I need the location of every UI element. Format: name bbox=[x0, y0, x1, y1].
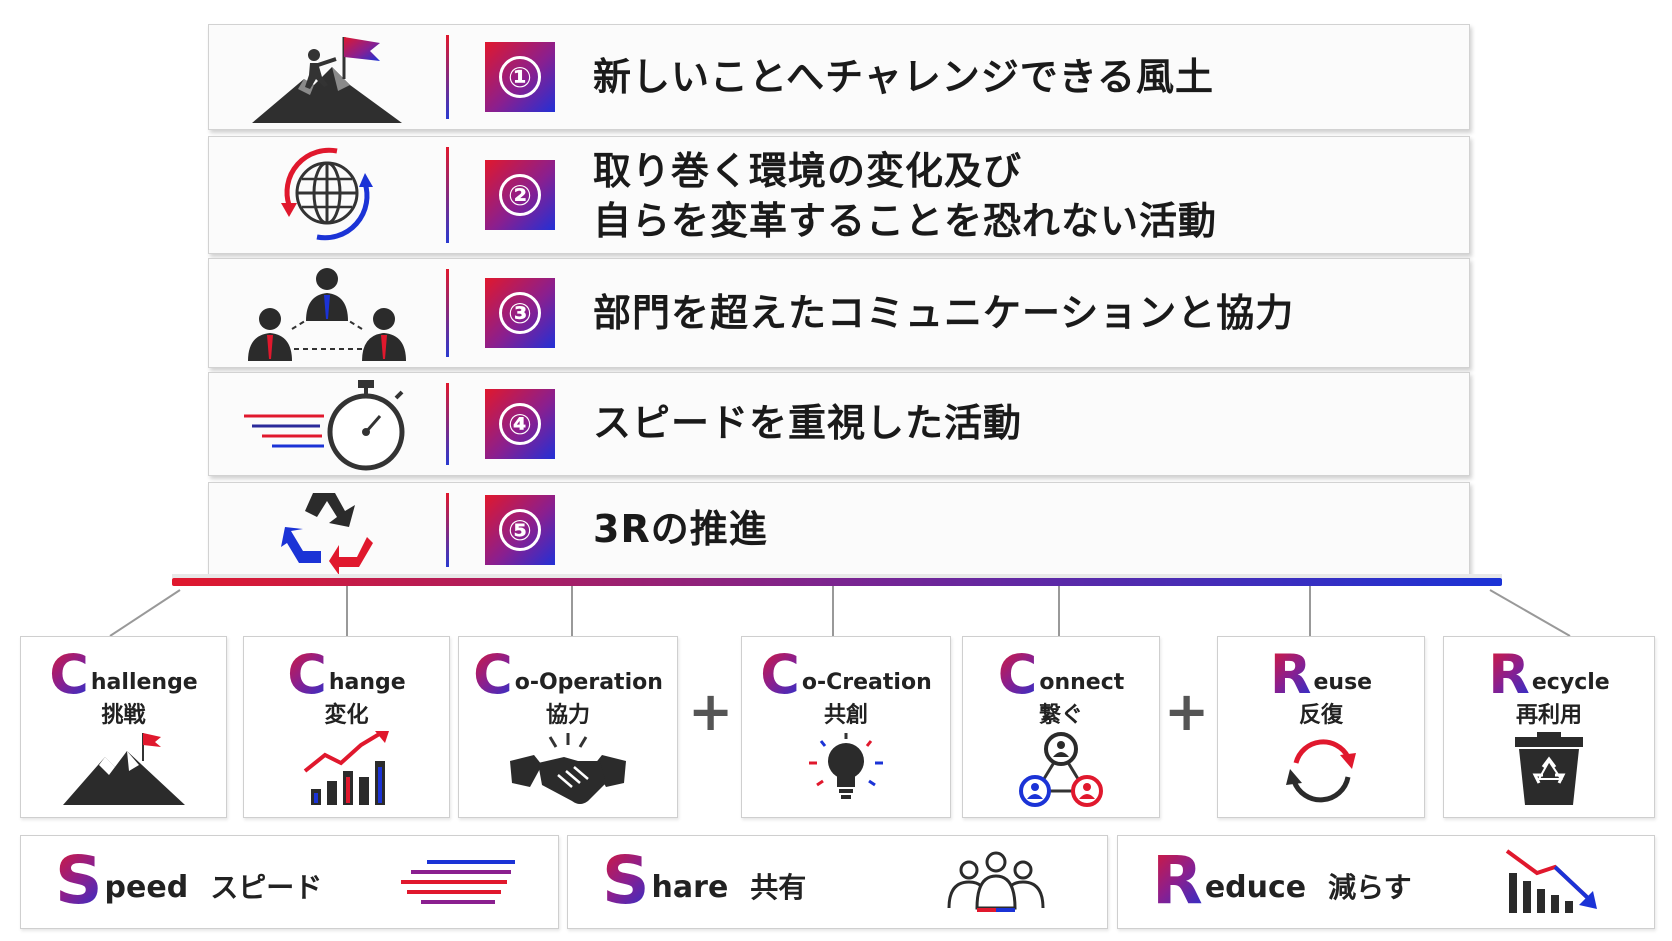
card-word: o-Creation bbox=[801, 670, 932, 695]
row-3r-promotion: ⑤ 3Rの推進 bbox=[208, 482, 1470, 578]
card-letter: C bbox=[49, 643, 89, 706]
growth-chart-icon bbox=[244, 729, 449, 809]
card-jp-label: 再利用 bbox=[1515, 703, 1582, 728]
recycle-bin-icon bbox=[1444, 729, 1654, 809]
card-letter: S bbox=[55, 842, 103, 919]
row-text: 部門を超えたコミュニケーションと協力 bbox=[593, 291, 1295, 335]
card-co-operation: Co-Operation 協力 bbox=[458, 636, 678, 818]
card-challenge: Challenge 挑戦 bbox=[20, 636, 227, 818]
card-word: euse bbox=[1313, 670, 1373, 695]
handshake-icon bbox=[459, 729, 677, 809]
cycle-arrows-icon bbox=[1218, 729, 1424, 809]
card-word: educe bbox=[1204, 870, 1307, 905]
row-text: スピードを重視した活動 bbox=[593, 401, 1023, 445]
row-divider bbox=[446, 493, 449, 567]
card-jp-label: 共創 bbox=[823, 703, 868, 728]
row-number-badge: ④ bbox=[485, 389, 555, 459]
lightbulb-icon bbox=[742, 729, 950, 809]
recycle-icon bbox=[209, 483, 445, 577]
row-cross-department: ③ 部門を超えたコミュニケーションと協力 bbox=[208, 258, 1470, 368]
card-jp-label: 反復 bbox=[1298, 703, 1343, 728]
row-text-line2: 自らを変革することを恐れない活動 bbox=[593, 199, 1218, 243]
card-word: hare bbox=[651, 870, 729, 905]
row-divider bbox=[446, 147, 449, 243]
card-letter: R bbox=[1152, 842, 1203, 919]
card-jp-label: 変化 bbox=[324, 703, 369, 728]
row-embrace-change: ② 取り巻く環境の変化及び 自らを変革することを恐れない活動 bbox=[208, 136, 1470, 254]
card-letter: R bbox=[1269, 643, 1312, 706]
decline-chart-icon bbox=[1494, 844, 1614, 920]
card-word: hallenge bbox=[90, 670, 198, 695]
card-jp-label: 繋ぐ bbox=[1038, 703, 1083, 728]
stopwatch-speed-icon bbox=[209, 373, 445, 475]
card-word: hange bbox=[328, 670, 406, 695]
mountain-flag-icon bbox=[209, 25, 445, 129]
row-challenge-culture: ① 新しいことへチャレンジできる風土 bbox=[208, 24, 1470, 130]
card-letter: C bbox=[473, 643, 513, 706]
card-reuse: Reuse 反復 bbox=[1217, 636, 1425, 818]
card-letter: C bbox=[287, 643, 327, 706]
card-jp-label: スピード bbox=[210, 871, 323, 904]
base-gradient-bar bbox=[172, 578, 1502, 586]
card-word: ecycle bbox=[1531, 670, 1610, 695]
card-word: onnect bbox=[1039, 670, 1125, 695]
card-jp-label: 共有 bbox=[750, 871, 807, 904]
card-letter: C bbox=[760, 643, 800, 706]
row-speed-focus: ④ スピードを重視した活動 bbox=[208, 372, 1470, 476]
bottom-card-share: Share 共有 bbox=[567, 835, 1108, 929]
card-jp-label: 協力 bbox=[545, 703, 590, 728]
row-number-badge: ⑤ bbox=[485, 495, 555, 565]
plus-sign: + bbox=[688, 680, 734, 743]
globe-cycle-icon bbox=[209, 137, 445, 253]
row-divider bbox=[446, 269, 449, 357]
row-number-badge: ② bbox=[485, 160, 555, 230]
connect-people-icon bbox=[963, 729, 1159, 809]
people-group-icon bbox=[936, 844, 1056, 920]
row-number-badge: ③ bbox=[485, 278, 555, 348]
bottom-card-reduce: Reduce 減らす bbox=[1117, 835, 1655, 929]
row-divider bbox=[446, 383, 449, 465]
row-divider bbox=[446, 35, 449, 119]
card-word: peed bbox=[104, 870, 189, 905]
card-letter: C bbox=[997, 643, 1038, 706]
card-connect: Connect 繋ぐ bbox=[962, 636, 1160, 818]
mountain-flag-icon bbox=[21, 729, 226, 809]
row-text-line1: 取り巻く環境の変化及び bbox=[593, 149, 1023, 193]
plus-sign: + bbox=[1164, 680, 1210, 743]
speed-lines-icon bbox=[397, 844, 517, 920]
card-jp-label: 減らす bbox=[1328, 871, 1412, 904]
row-text: 新しいことへチャレンジできる風土 bbox=[593, 55, 1214, 99]
card-change: Change 変化 bbox=[243, 636, 450, 818]
card-letter: S bbox=[602, 842, 650, 919]
bottom-card-speed: Speed スピード bbox=[20, 835, 559, 929]
base-shelf bbox=[172, 574, 1502, 578]
card-co-creation: Co-Creation 共創 bbox=[741, 636, 951, 818]
row-number-badge: ① bbox=[485, 42, 555, 112]
team-network-icon bbox=[209, 259, 445, 367]
row-text: 3Rの推進 bbox=[593, 507, 768, 551]
card-letter: R bbox=[1488, 643, 1530, 706]
card-recycle: Recycle 再利用 bbox=[1443, 636, 1655, 818]
card-word: o-Operation bbox=[514, 670, 663, 695]
card-jp-label: 挑戦 bbox=[101, 703, 146, 728]
